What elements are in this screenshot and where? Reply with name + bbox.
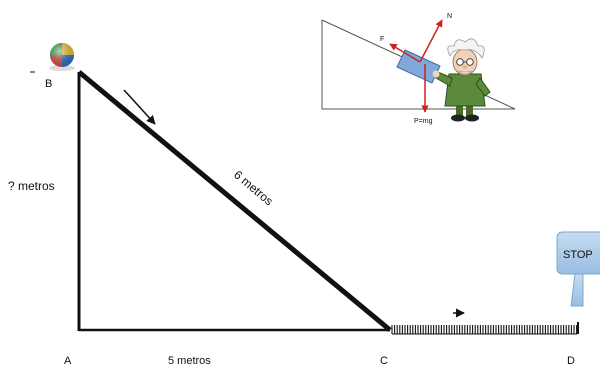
inset-force-f-label: F (380, 36, 384, 43)
incline-line (77, 70, 392, 332)
stop-sign-text: STOP (563, 249, 593, 261)
base-label: 5 metros (168, 355, 211, 367)
point-d-label: D (567, 355, 575, 367)
professor-cartoon-icon (432, 38, 491, 122)
point-c-label: C (380, 355, 388, 367)
inset-force-n-arrow (419, 19, 443, 63)
inset-force-f-arrow (389, 43, 421, 63)
inset-block (396, 49, 441, 84)
inset-incline-diagram: F N P=mg (321, 13, 516, 125)
motion-arrow-icon (123, 89, 156, 125)
point-b-label: B (45, 78, 52, 90)
point-a-label: A (64, 355, 72, 367)
inset-force-n-label: N (447, 13, 452, 20)
height-label: ? metros (8, 179, 55, 193)
beach-ball-icon (49, 43, 75, 71)
rough-surface (391, 325, 578, 335)
inset-weight-label: P=mg (414, 118, 433, 125)
stop-sign-icon: STOP (556, 231, 600, 307)
